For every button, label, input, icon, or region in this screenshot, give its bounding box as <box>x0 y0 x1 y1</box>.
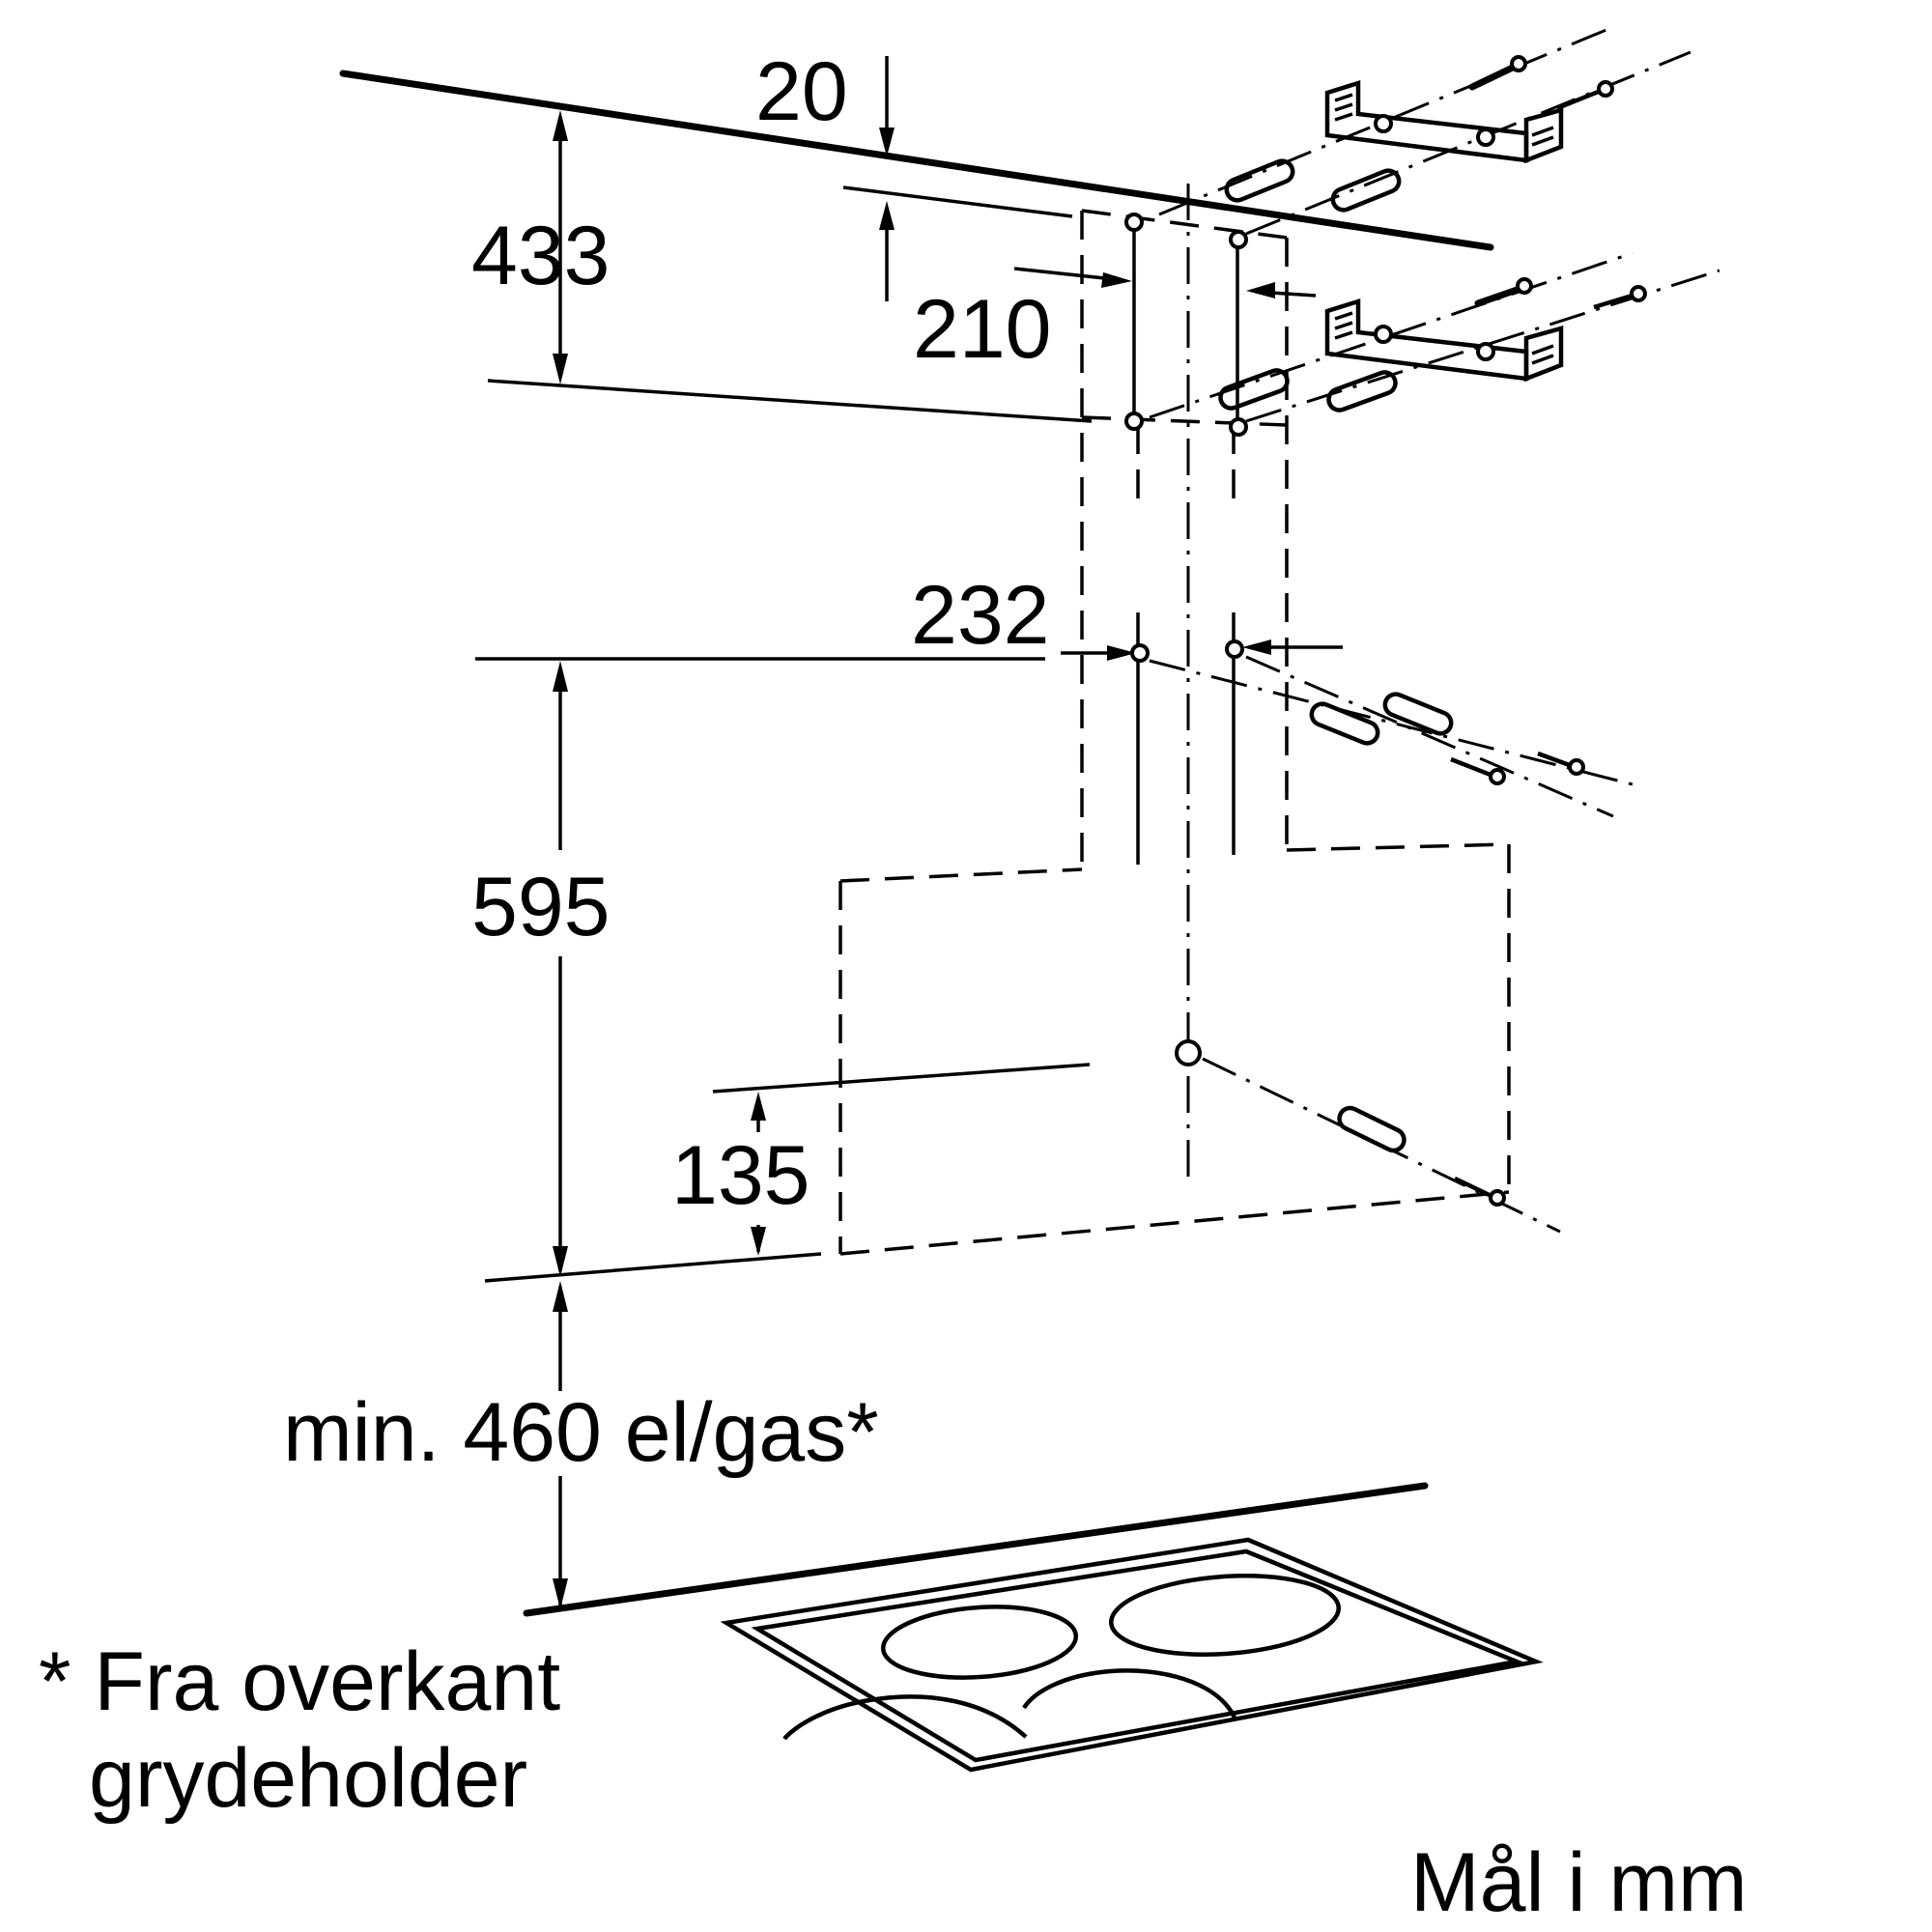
bracket-lower <box>1324 298 1564 383</box>
bracket-upper <box>1324 79 1564 164</box>
dimension-232: 232 <box>911 569 1343 662</box>
hood-bottom-line <box>484 1252 822 1283</box>
footnote-line-1: * Fra overkant <box>39 1635 560 1728</box>
dim-232-label: 232 <box>911 569 1050 662</box>
hole-guides <box>1132 218 1239 865</box>
dimension-433: 433 <box>471 110 1093 423</box>
hood-outline <box>838 842 1511 1256</box>
cooktop <box>720 1537 1544 1773</box>
wall-plugs <box>1218 158 1454 1153</box>
dim-595-label: 595 <box>471 861 611 953</box>
dim-210-label: 210 <box>913 283 1052 376</box>
dimension-min-460: min. 460 el/gas* <box>283 1281 879 1609</box>
dimension-210: 210 <box>913 267 1317 376</box>
dim-20-label: 20 <box>755 45 848 138</box>
screw-holes <box>1124 213 1248 1066</box>
screws <box>1450 55 1647 1207</box>
ceiling-line <box>339 70 1494 251</box>
footnote-line-2: grydeholder <box>89 1732 527 1825</box>
worktop-line <box>523 1482 1429 1617</box>
dimension-20: 20 <box>755 45 1073 301</box>
dimension-135: 135 <box>671 1063 1091 1256</box>
chimney-outline <box>1080 209 1289 869</box>
min-height-label: min. 460 el/gas* <box>283 1386 879 1479</box>
dim-433-label: 433 <box>471 210 611 302</box>
dimension-595: 595 <box>471 657 1045 1277</box>
dim-135-label: 135 <box>671 1129 810 1222</box>
units-note: Mål i mm <box>1410 1836 1747 1929</box>
